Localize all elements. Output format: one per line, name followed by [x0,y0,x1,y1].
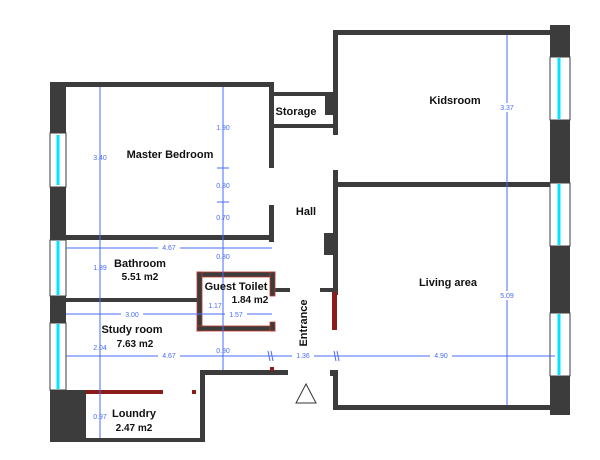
room-label-bathroom: Bathroom [114,258,166,270]
hall-red-wall-stub [270,367,274,371]
study-red-wall [86,390,163,394]
dim-gap-2: 0.90 [216,348,230,355]
living-column [324,233,338,255]
room-label-hall: Hall [296,206,316,218]
entrance-wall-stub [320,288,335,292]
guest-toilet-walls [196,271,276,332]
living-wall-stub [330,370,338,376]
room-area-bathroom: 5.51 m2 [122,272,159,283]
dim-toilet-width: 1.57 [229,312,243,319]
room-area-guest-toilet: 1.84 m2 [232,295,269,306]
study-red-wall-stub [192,390,196,394]
loundry-bottom-wall [50,438,205,442]
storage-top-wall [272,92,335,96]
kidsroom-left-wall-lower [333,170,338,187]
kidsroom-left-wall [333,30,338,135]
dim-bedroom-a: 1.90 [216,125,230,132]
room-label-loundry: Loundry [112,408,157,420]
dim-width-mid: 4.67 [162,353,176,360]
dim-kids-height: 3.37 [500,105,514,112]
dim-entrance-width: 1.36 [296,353,310,360]
hall-bottom-wall [200,370,288,375]
living-bottom-wall [333,405,555,410]
bathroom-study-wall [66,298,197,302]
kidsroom-top-wall [333,30,555,35]
dim-width-top: 4.67 [162,245,176,252]
dim-study-height: 2.04 [93,345,107,352]
entrance-marker-icon [295,382,317,404]
dim-loundry-height: 0.97 [93,414,107,421]
dim-bedroom-c: 0.70 [216,215,230,222]
living-left-wall-lower [333,370,338,410]
room-label-study-room: Study room [101,324,162,336]
room-area-loundry: 2.47 m2 [116,423,153,434]
dim-bedroom-height: 3.40 [93,155,107,162]
storage-bottom-wall [272,124,335,128]
dim-bedroom-b: 0.80 [216,183,230,190]
bedroom-bottom-wall [66,235,274,240]
room-label-master-bedroom: Master Bedroom [127,149,214,161]
living-red-wall [332,292,337,330]
bedroom-right-wall-lower [269,205,274,242]
bedroom-top-wall [50,82,274,87]
entrance-wall-stub [275,288,290,292]
room-label-storage: Storage [276,106,317,118]
room-area-study-room: 7.63 m2 [117,339,154,350]
room-label-entrance: Entrance [298,299,310,346]
loundry-column [50,390,86,442]
dim-living-width: 4.90 [434,353,448,360]
loundry-right-wall [200,370,205,442]
room-label-guest-toilet: Guest Toilet [205,281,268,293]
dim-study-width: 3.00 [125,312,139,319]
kidsroom-bottom-wall [333,182,555,187]
dimension-labels: 3.40 1.90 0.80 0.70 4.67 0.80 1.39 1.17 … [93,103,518,421]
dim-living-height: 5.09 [500,293,514,300]
room-label-kidsroom: Kidsroom [429,95,481,107]
dim-bathroom-height: 1.39 [93,265,107,272]
bedroom-right-wall [269,82,274,168]
room-label-living-area: Living area [419,277,478,289]
dim-toilet-height: 1.17 [208,303,222,310]
dim-gap-1: 0.80 [216,254,230,261]
